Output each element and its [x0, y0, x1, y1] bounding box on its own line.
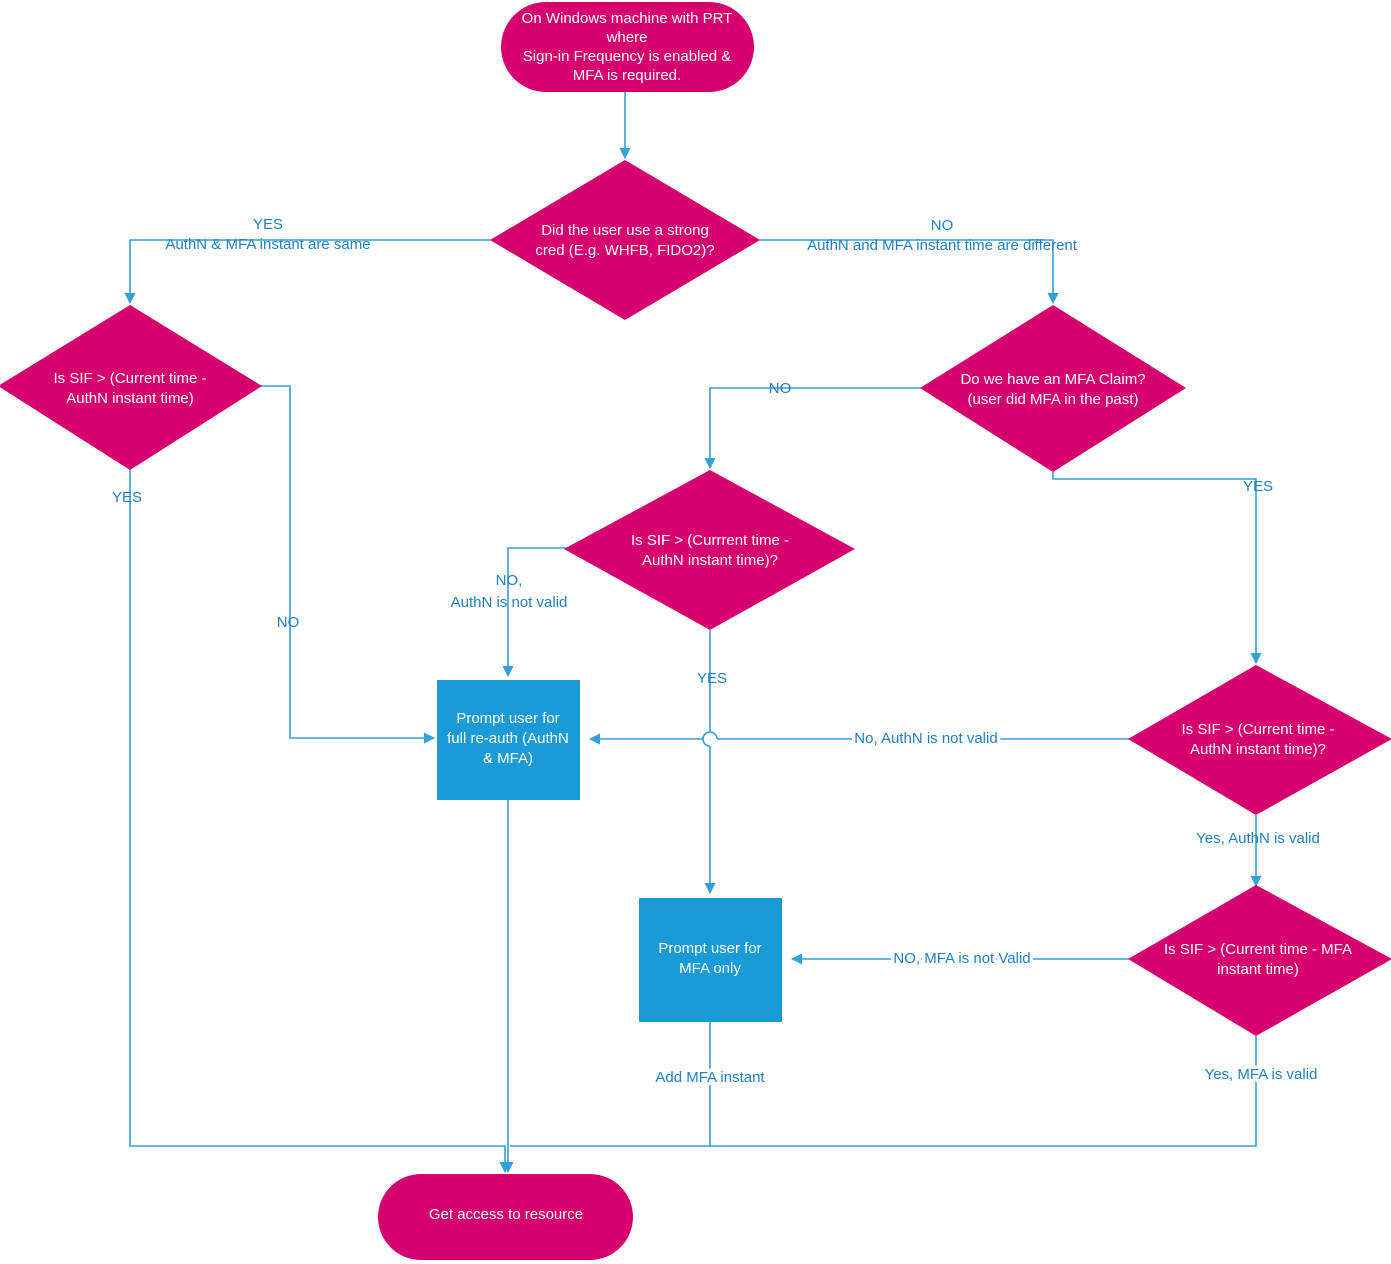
edge-label-middle-yes: YES — [697, 670, 727, 687]
sif-authn-left-shape — [0, 305, 262, 470]
get-access-label: Get access to resource — [429, 1206, 583, 1223]
edge-left-yes-to-get-access — [129, 469, 511, 1174]
edge-strong-cred-yes — [124, 239, 495, 305]
start-label-line-2: where — [606, 29, 648, 46]
edge-label-left-no: NO — [277, 614, 300, 631]
edge-label-no-different-line1: NO — [931, 217, 954, 234]
get-access-shape — [378, 1174, 633, 1260]
edge-label-mfa-claim-no: NO — [769, 380, 792, 397]
sif-authn-left-label-line-1: Is SIF > (Current time - — [54, 370, 207, 387]
node-mfa-claim[interactable]: Do we have an MFA Claim? (user did MFA i… — [920, 305, 1186, 472]
sif-authn-middle-label-line-2: AuthN instant time)? — [642, 552, 778, 569]
edge-left-no-to-full-reauth — [260, 385, 436, 744]
edge-label-middle-no-line2: AuthN is not valid — [451, 594, 568, 611]
node-strong-cred[interactable]: Did the user use a strong cred (E.g. WHF… — [490, 160, 760, 320]
start-shape — [501, 2, 754, 92]
mfa-only-shape — [639, 898, 782, 1022]
strong-cred-label-line-2: cred (E.g. WHFB, FIDO2)? — [535, 242, 714, 259]
mfa-claim-label-line-2: (user did MFA in the past) — [968, 391, 1139, 408]
edge-strong-cred-no — [755, 239, 1059, 305]
sif-mfa-right-label-line-2: instant time) — [1217, 961, 1299, 978]
edge-label-left-yes: YES — [112, 489, 142, 506]
sif-authn-right-shape — [1128, 665, 1391, 815]
edge-label-middle-no-line1: NO, — [496, 572, 523, 589]
edge-right-yes-mfa — [510, 1036, 1257, 1147]
edge-label-add-mfa-instant: Add MFA instant — [655, 1069, 765, 1086]
strong-cred-shape — [490, 160, 760, 320]
sif-authn-middle-label-line-1: Is SIF > (Currrent time - — [631, 532, 789, 549]
sif-authn-left-label-line-2: AuthN instant time) — [66, 390, 194, 407]
edge-label-yes-same-line2: AuthN & MFA instant are same — [165, 236, 370, 253]
full-reauth-label-line-3: & MFA) — [483, 750, 533, 767]
edge-label-right-no-authn: No, AuthN is not valid — [854, 730, 997, 747]
strong-cred-label-line-1: Did the user use a strong — [541, 222, 709, 239]
edge-mfa-claim-no — [704, 387, 923, 470]
edge-label-yes-same-line1: YES — [253, 216, 283, 233]
edge-label-right-yes-mfa: Yes, MFA is valid — [1205, 1066, 1318, 1083]
node-get-access[interactable]: Get access to resource — [378, 1174, 633, 1260]
mfa-only-label-line-2: MFA only — [679, 960, 741, 977]
node-mfa-only[interactable]: Prompt user for MFA only — [639, 898, 782, 1022]
start-label-line-1: On Windows machine with PRT — [522, 10, 733, 27]
edge-middle-no-to-full-reauth — [502, 547, 580, 678]
mfa-only-label-line-1: Prompt user for — [658, 940, 761, 957]
node-sif-mfa-right[interactable]: Is SIF > (Current time - MFA instant tim… — [1128, 885, 1391, 1036]
start-label-line-4: MFA is required. — [573, 67, 681, 84]
edge-label-right-yes-authn: Yes, AuthN is valid — [1196, 830, 1320, 847]
node-sif-authn-left[interactable]: Is SIF > (Current time - AuthN instant t… — [0, 305, 262, 470]
edge-label-no-different-line2: AuthN and MFA instant time are different — [807, 237, 1078, 254]
node-full-reauth[interactable]: Prompt user for full re-auth (AuthN & MF… — [437, 680, 580, 800]
edge-hop-arc-horizontal — [702, 731, 718, 740]
node-sif-authn-right[interactable]: Is SIF > (Current time - AuthN instant t… — [1128, 665, 1391, 815]
full-reauth-label-line-2: full re-auth (AuthN — [447, 730, 569, 747]
sif-authn-right-label-line-1: Is SIF > (Current time - — [1182, 721, 1335, 738]
sif-mfa-right-shape — [1128, 885, 1391, 1036]
sif-authn-middle-shape — [564, 470, 855, 630]
mfa-claim-label-line-1: Do we have an MFA Claim? — [960, 371, 1145, 388]
node-start[interactable]: On Windows machine with PRT where Sign-i… — [501, 2, 754, 92]
start-label-line-3: Sign-in Frequency is enabled & — [523, 48, 731, 65]
mfa-claim-shape — [920, 305, 1186, 472]
edge-label-mfa-claim-yes: YES — [1243, 478, 1273, 495]
full-reauth-shape — [437, 680, 580, 800]
edge-mfa-claim-yes — [1052, 472, 1262, 665]
edge-label-right-no-mfa: NO, MFA is not Valid — [893, 950, 1030, 967]
sif-authn-right-label-line-2: AuthN instant time)? — [1190, 741, 1326, 758]
sif-mfa-right-label-line-1: Is SIF > (Current time - MFA — [1164, 941, 1352, 958]
full-reauth-label-line-1: Prompt user for — [456, 710, 559, 727]
node-sif-authn-middle[interactable]: Is SIF > (Currrent time - AuthN instant … — [564, 470, 855, 630]
